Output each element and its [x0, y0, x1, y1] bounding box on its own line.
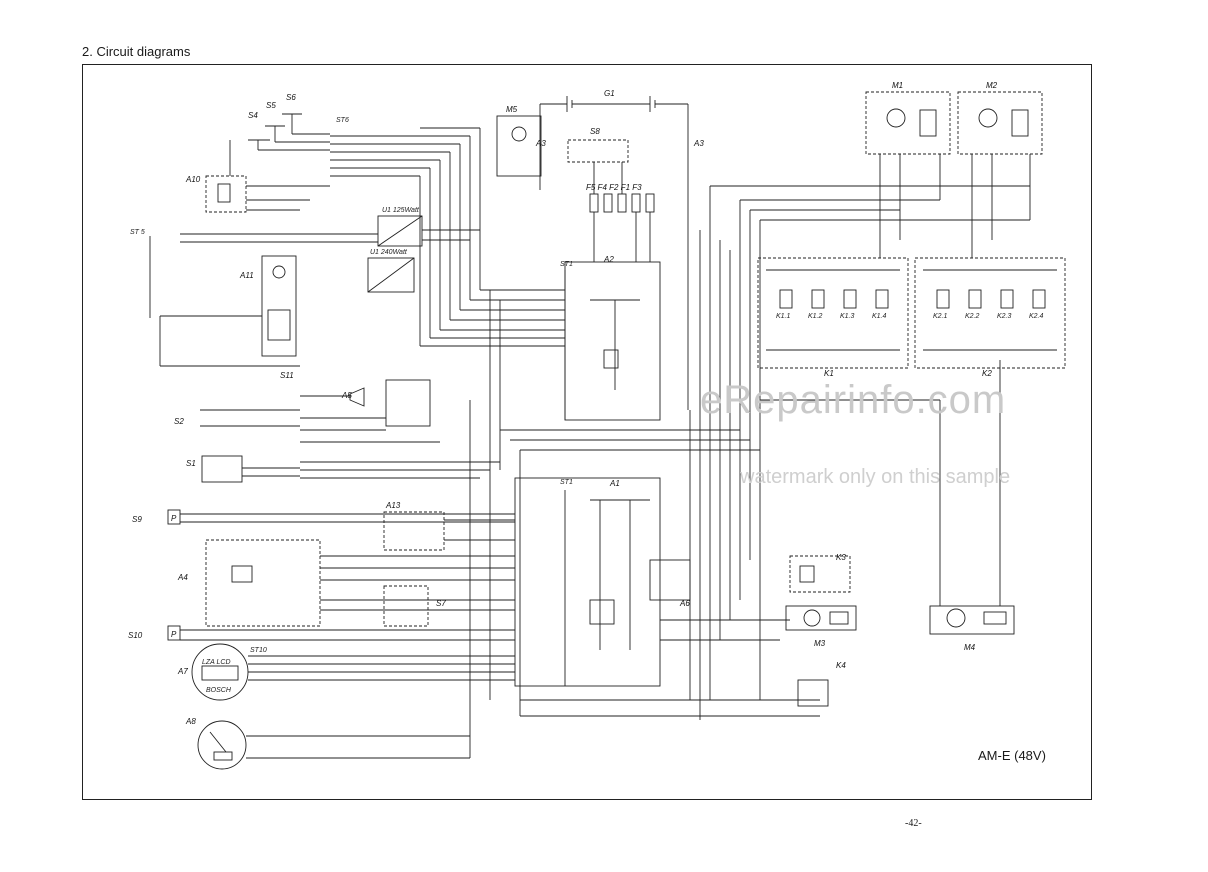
- label-A3-left: A3: [535, 139, 546, 148]
- label-K2: K2: [982, 369, 992, 378]
- relay-label: K1.1: [776, 313, 791, 320]
- label-A1: A1: [609, 479, 620, 488]
- label-A10: A10: [185, 175, 201, 184]
- label-S8: S8: [590, 127, 600, 136]
- relay-label: K1.4: [872, 313, 887, 320]
- label-U1-125: U1 125Watt: [382, 207, 420, 214]
- label-ST10: ST10: [250, 647, 267, 654]
- relay-label: K2.1: [933, 313, 948, 320]
- label-S4: S4: [248, 111, 258, 120]
- label-A13: A13: [385, 501, 401, 510]
- watermark-sub: watermark only on this sample: [740, 466, 1011, 488]
- label-A8: A8: [185, 717, 196, 726]
- label-A2: A2: [603, 255, 614, 264]
- label-ST1-a: ST1: [560, 261, 573, 268]
- label-S7: S7: [436, 599, 446, 608]
- label-S9: S9: [132, 515, 142, 524]
- label-S11: S11: [280, 371, 294, 380]
- relay-label: K1.3: [840, 313, 855, 320]
- label-p-s10: P: [171, 630, 177, 639]
- label-M4: M4: [964, 643, 976, 652]
- label-M1: M1: [892, 81, 903, 90]
- label-K3: K3: [836, 553, 846, 562]
- label-A11: A11: [239, 271, 254, 280]
- relay-label: K2.3: [997, 313, 1012, 320]
- label-S6: S6: [286, 93, 296, 102]
- label-M2: M2: [986, 81, 998, 90]
- label-ST5: ST 5: [130, 229, 145, 236]
- label-M5: M5: [506, 105, 518, 114]
- label-A6: A6: [679, 599, 690, 608]
- label-A3-right: A3: [693, 139, 704, 148]
- relay-label: K2.4: [1029, 313, 1044, 320]
- relay-label: K1.2: [808, 313, 823, 320]
- label-p-s9: P: [171, 514, 177, 523]
- label-bosch: BOSCH: [206, 687, 232, 694]
- k1-relay-labels: K1.1 K1.2 K1.3 K1.4: [776, 313, 887, 320]
- page-heading: 2. Circuit diagrams: [82, 44, 191, 59]
- label-K1: K1: [824, 369, 834, 378]
- label-S1: S1: [186, 459, 196, 468]
- label-ST1-b: ST1: [560, 479, 573, 486]
- label-A4: A4: [177, 573, 188, 582]
- label-K4: K4: [836, 661, 846, 670]
- relay-label: K2.2: [965, 313, 980, 320]
- label-M3: M3: [814, 639, 826, 648]
- label-U1-240: U1 240Watt: [370, 249, 408, 256]
- diagram-frame: [82, 64, 1092, 800]
- label-fuses: F5 F4 F2 F1 F3: [586, 183, 642, 192]
- label-S5: S5: [266, 101, 276, 110]
- label-S10: S10: [128, 631, 143, 640]
- watermark-main: eRepairinfo.com: [700, 378, 1007, 422]
- k2-relay-labels: K2.1 K2.2 K2.3 K2.4: [933, 313, 1044, 320]
- label-ST6: ST6: [336, 117, 349, 124]
- model-label: AM-E (48V): [978, 748, 1046, 763]
- label-G1: G1: [604, 89, 615, 98]
- label-S2: S2: [174, 417, 184, 426]
- label-A5: A5: [341, 391, 352, 400]
- label-lza-lcd: LZA LCD: [202, 659, 231, 666]
- label-A7: A7: [177, 667, 188, 676]
- page-number: -42-: [905, 818, 922, 829]
